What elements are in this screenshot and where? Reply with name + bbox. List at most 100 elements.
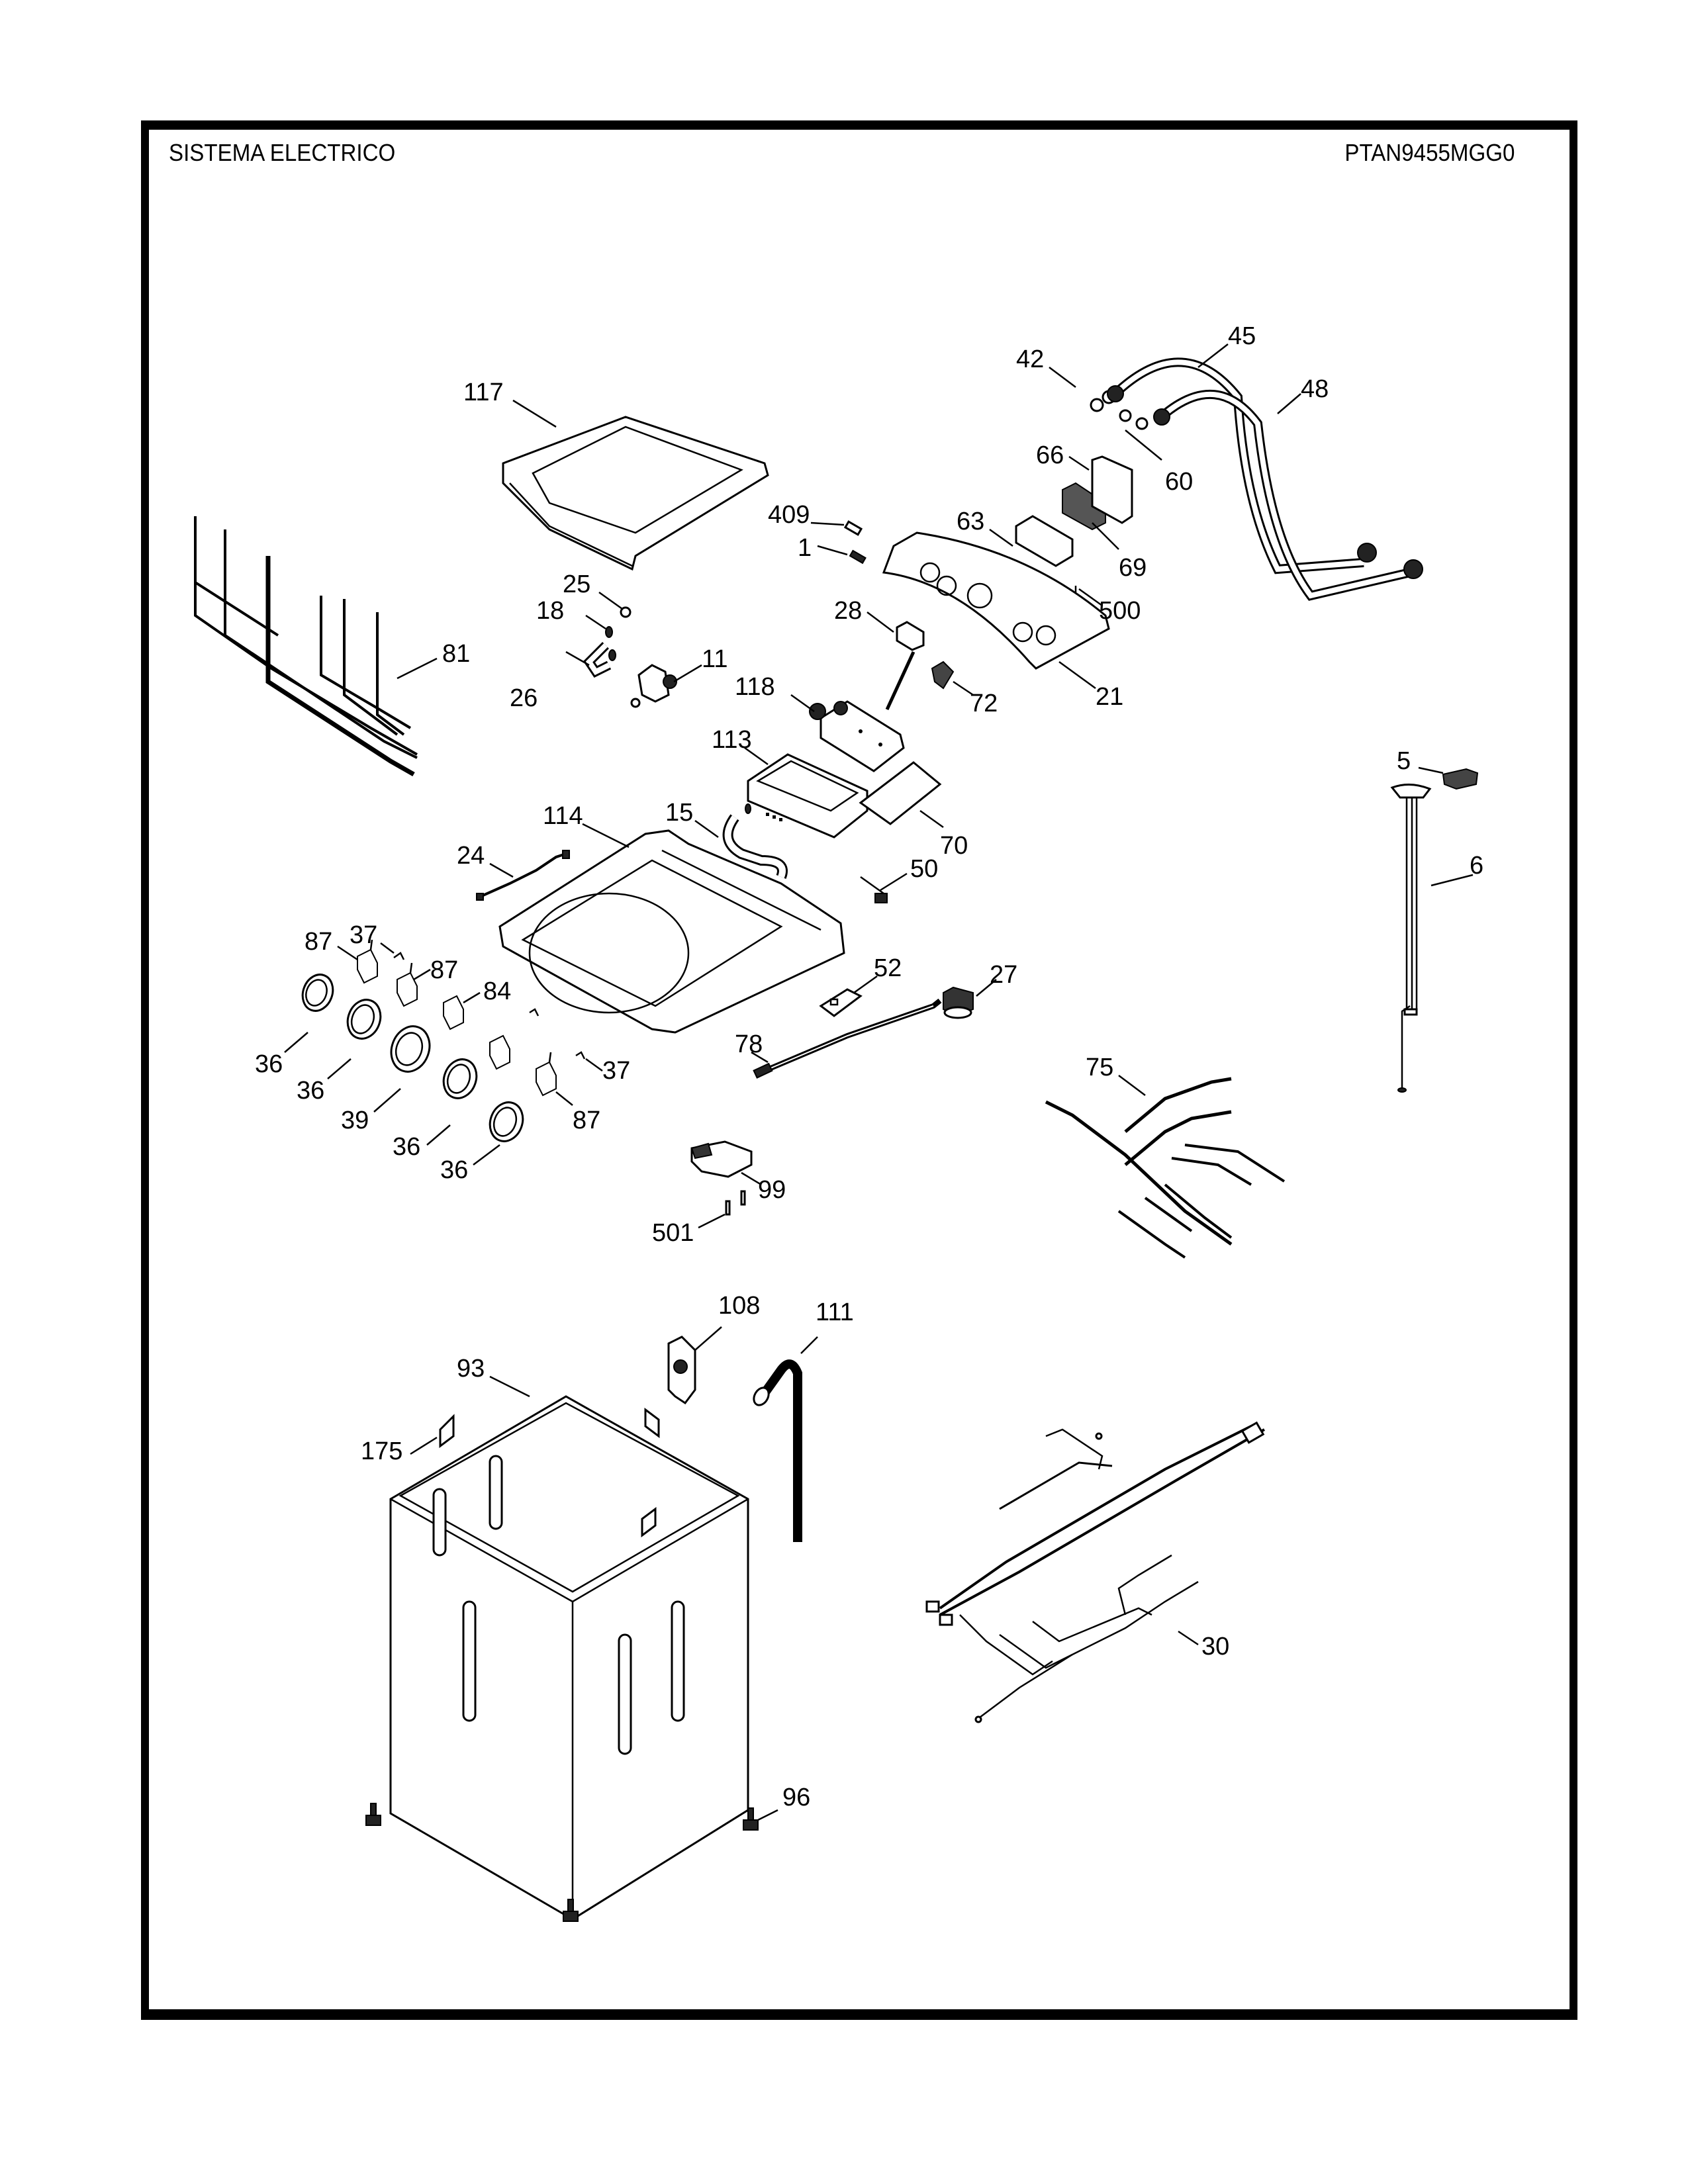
- part-36-knob-b[interactable]: [342, 995, 386, 1044]
- part-87-switch-b[interactable]: [397, 962, 418, 1007]
- part-11-water-valve[interactable]: [630, 664, 677, 708]
- part-60-washer[interactable]: [1119, 409, 1149, 430]
- callout-60: 60: [1165, 468, 1193, 496]
- part-63-board-cover[interactable]: [1015, 515, 1074, 567]
- callout-93: 93: [457, 1355, 485, 1383]
- part-66-board-bracket[interactable]: [1091, 455, 1133, 524]
- part-21-control-panel[interactable]: [882, 531, 1110, 670]
- leader-113: [744, 747, 769, 766]
- part-52-bracket[interactable]: [819, 988, 863, 1017]
- callout-117: 117: [463, 379, 504, 406]
- callout-66: 66: [1036, 441, 1064, 469]
- part-37-clip-a[interactable]: [393, 952, 405, 960]
- part-87-switch-c[interactable]: [536, 1052, 557, 1097]
- part-78-wire-harness[interactable]: [753, 998, 942, 1079]
- leader-25: [598, 591, 623, 610]
- leader-111: [800, 1336, 818, 1354]
- leader-1: [817, 545, 848, 556]
- part-37-clip-c[interactable]: [529, 1008, 539, 1017]
- part-96-leveling-foot[interactable]: [365, 1803, 759, 1922]
- part-48-inlet-hose[interactable]: [1153, 389, 1423, 601]
- leader-108: [694, 1326, 722, 1351]
- callout-21: 21: [1096, 683, 1123, 711]
- part-84-switch[interactable]: [443, 995, 464, 1030]
- part-87-switch-a[interactable]: [357, 939, 378, 984]
- leader-36a: [284, 1032, 308, 1053]
- part-70-label[interactable]: [859, 761, 942, 825]
- callout-81: 81: [442, 640, 470, 668]
- part-99-lid-lock[interactable]: [690, 1140, 753, 1178]
- callout-25: 25: [563, 570, 590, 598]
- part-1-badge[interactable]: [849, 549, 867, 565]
- part-113-dispenser[interactable]: [747, 753, 868, 839]
- part-108-drain-pump[interactable]: [667, 1336, 696, 1405]
- part-24-wire-harness[interactable]: [476, 850, 570, 901]
- part-36-knob-d[interactable]: [485, 1098, 528, 1146]
- part-39-knob[interactable]: [385, 1021, 436, 1077]
- part-501-screw[interactable]: [725, 1190, 746, 1216]
- leader-69: [1092, 522, 1119, 550]
- part-28-switch[interactable]: [885, 621, 925, 711]
- part-93-cabinet[interactable]: [389, 1395, 749, 1921]
- part-72-connector[interactable]: [931, 660, 955, 690]
- callout-36a: 36: [255, 1050, 283, 1078]
- part-37-clip-b[interactable]: [575, 1051, 586, 1060]
- callout-24: 24: [457, 842, 485, 870]
- leader-72: [953, 680, 974, 696]
- leader-87b: [413, 968, 431, 981]
- part-30-main-wire-harness[interactable]: [925, 1421, 1265, 1723]
- leader-5: [1418, 766, 1444, 774]
- leader-36c: [426, 1124, 451, 1146]
- leader-36b: [327, 1058, 352, 1079]
- part-27-pressure-switch[interactable]: [943, 986, 974, 1019]
- callout-69: 69: [1119, 554, 1147, 582]
- part-15-hose[interactable]: [722, 803, 788, 879]
- leader-37a: [380, 942, 395, 954]
- callout-37b: 37: [602, 1057, 630, 1085]
- callout-111: 111: [816, 1298, 854, 1326]
- part-5-lid-switch[interactable]: [1442, 768, 1479, 790]
- leader-501: [698, 1213, 726, 1229]
- part-36-knob-c[interactable]: [438, 1055, 482, 1103]
- callout-42: 42: [1016, 345, 1044, 373]
- part-45-inlet-hose[interactable]: [1107, 357, 1377, 574]
- leader-24: [489, 862, 514, 878]
- callout-27: 27: [990, 961, 1017, 989]
- part-111-drain-hose[interactable]: [751, 1359, 802, 1542]
- callout-36d: 36: [440, 1156, 468, 1184]
- section-title: SISTEMA ELECTRICO: [169, 139, 396, 166]
- callout-28: 28: [834, 597, 862, 625]
- part-117-lid[interactable]: [502, 416, 769, 571]
- callout-39: 39: [341, 1107, 369, 1134]
- part-75-wire-harness[interactable]: [1045, 1077, 1286, 1259]
- leader-70: [919, 809, 944, 829]
- part-18-clamp[interactable]: [605, 626, 616, 661]
- part-50-sensor[interactable]: [860, 876, 888, 903]
- model-number: PTAN9455MGG0: [1344, 139, 1515, 166]
- callout-15: 15: [665, 799, 693, 827]
- leader-28: [867, 612, 894, 633]
- part-26-hose[interactable]: [583, 642, 612, 678]
- leader-84: [463, 991, 481, 1004]
- part-25-clamp[interactable]: [620, 606, 632, 618]
- part-36-knob-a[interactable]: [298, 970, 338, 1015]
- callout-6: 6: [1470, 852, 1483, 880]
- part-69-control-board[interactable]: [1062, 482, 1106, 531]
- part-409-badge[interactable]: [843, 520, 863, 536]
- callout-36b: 36: [297, 1077, 324, 1105]
- callout-45: 45: [1228, 322, 1256, 350]
- leader-78: [751, 1051, 769, 1064]
- leader-96: [757, 1809, 778, 1821]
- part-118-valve-assembly[interactable]: [809, 700, 905, 772]
- leader-60: [1125, 430, 1162, 461]
- leader-27: [976, 979, 997, 997]
- callout-501: 501: [652, 1219, 694, 1247]
- part-81-wire-harness[interactable]: [194, 516, 418, 777]
- part-6-level-tube[interactable]: [1390, 784, 1432, 1093]
- part-114-top-cover[interactable]: [498, 829, 845, 1034]
- part-175-label[interactable]: [439, 1408, 660, 1537]
- callout-11: 11: [702, 645, 727, 673]
- callout-72: 72: [970, 690, 998, 717]
- part-84-switch-2[interactable]: [489, 1034, 510, 1070]
